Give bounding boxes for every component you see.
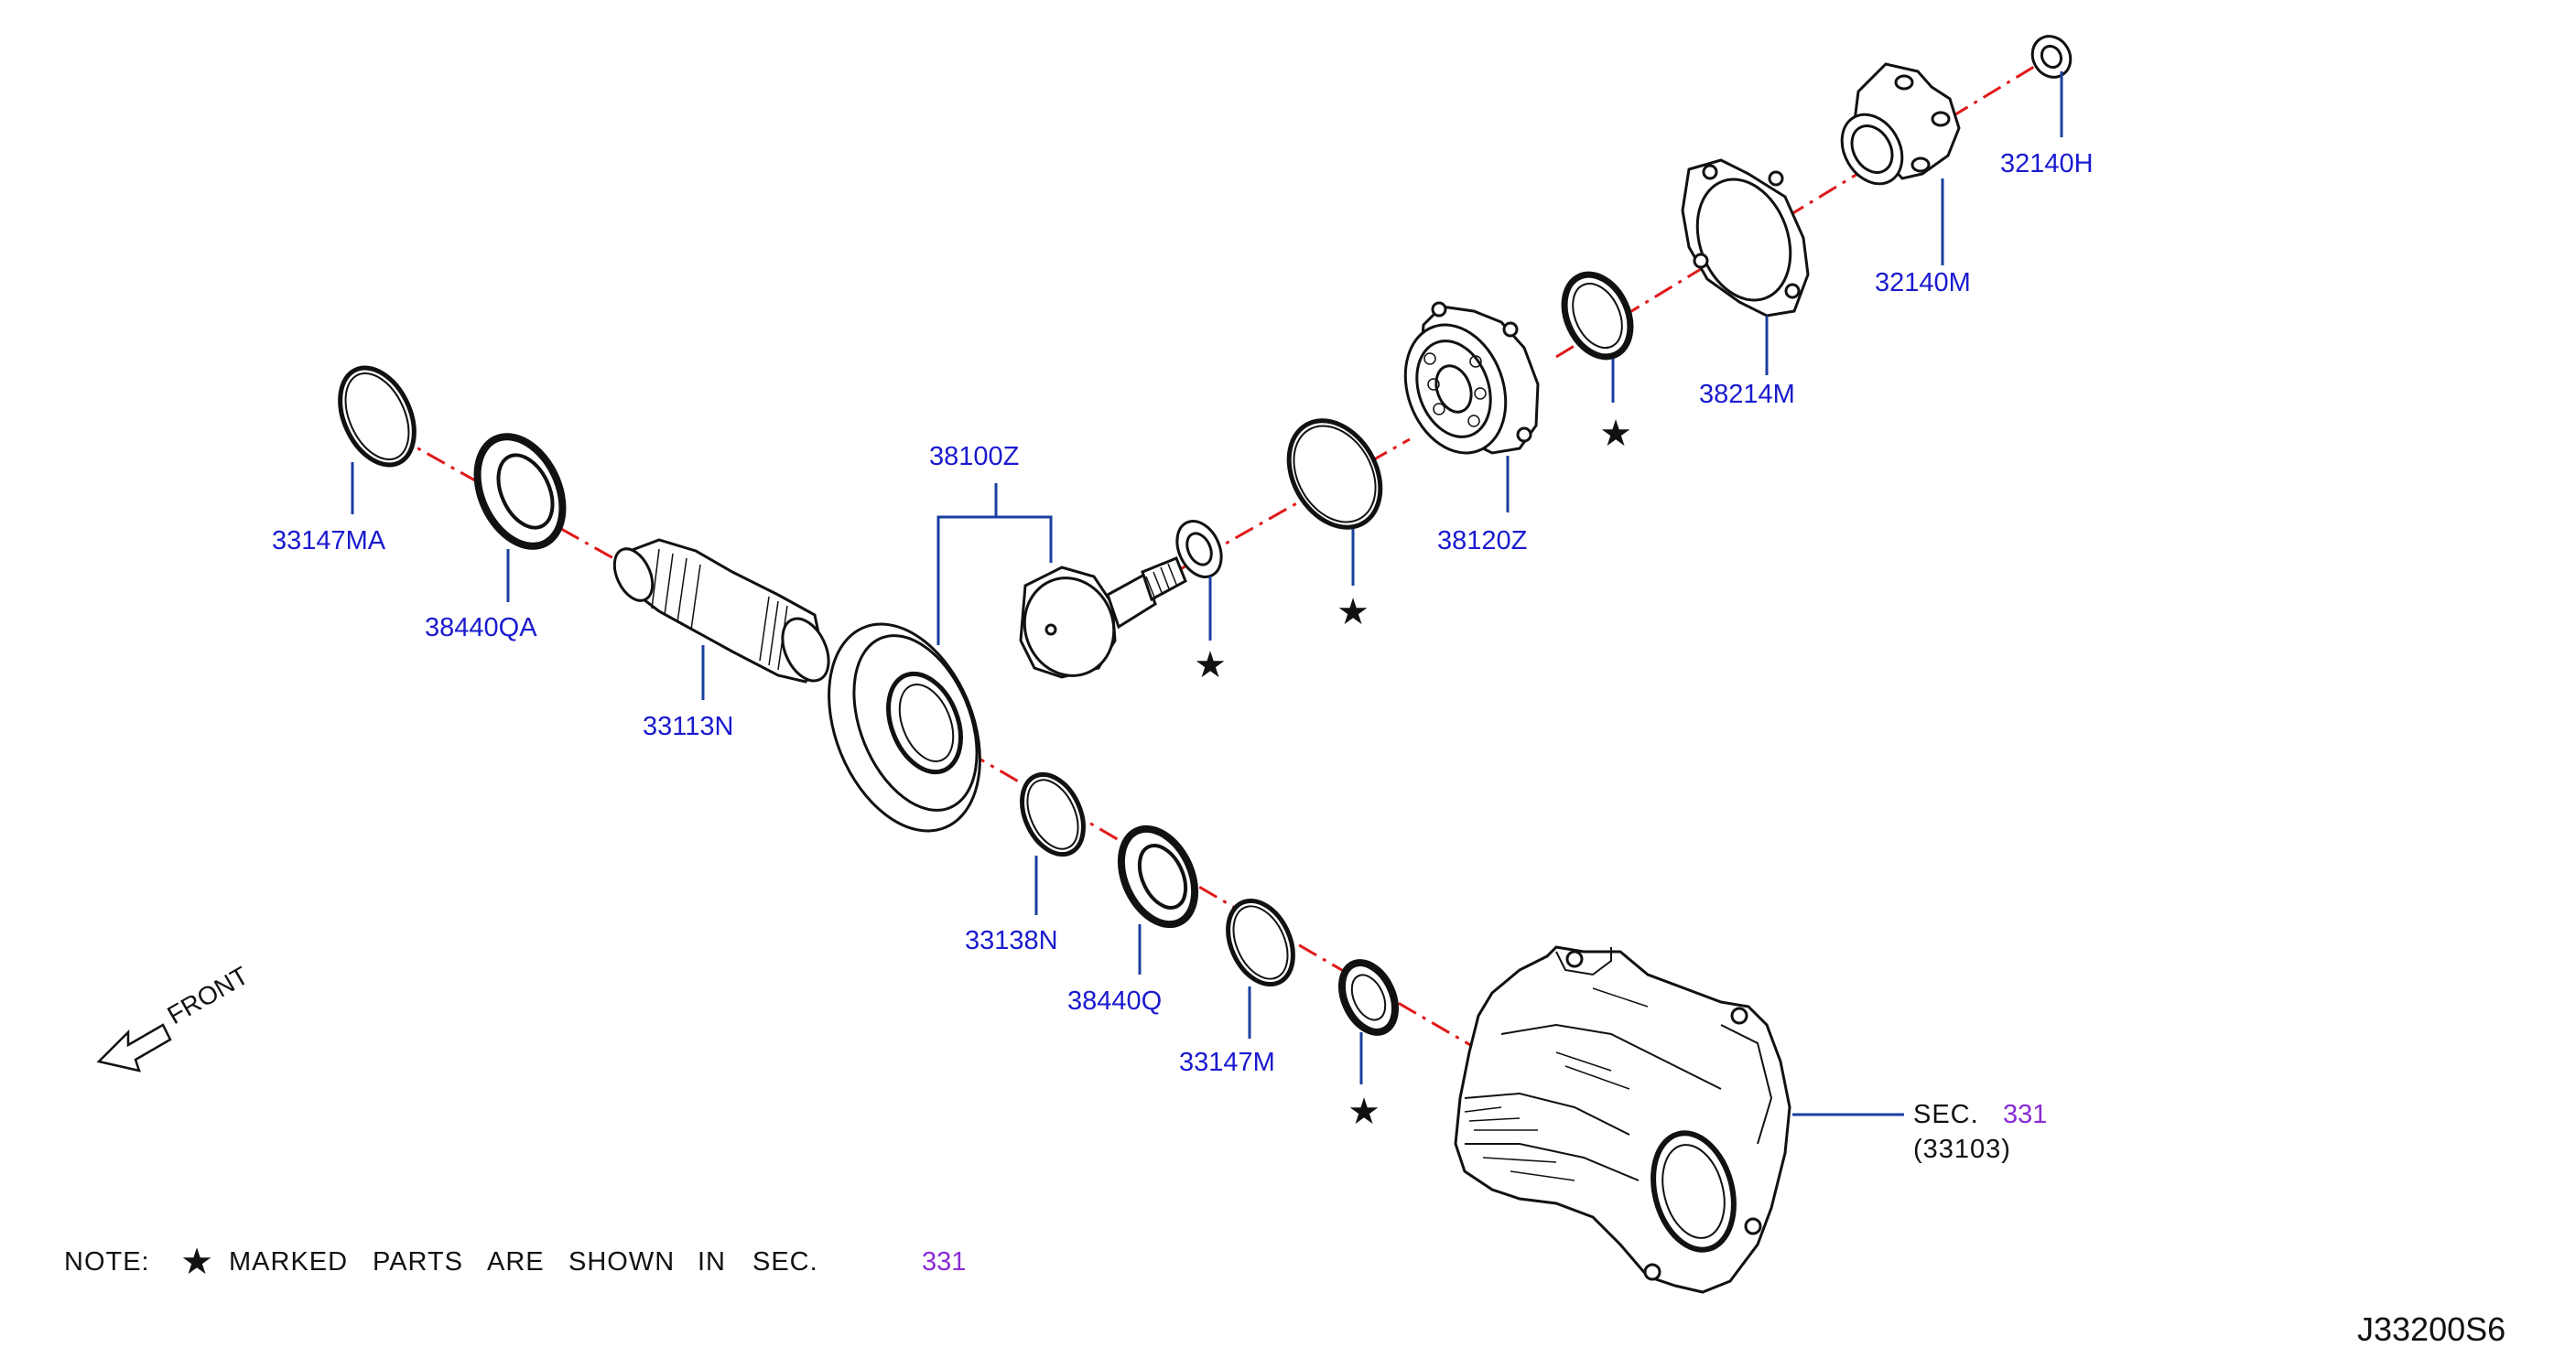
- star-marker-oring: ★: [1337, 591, 1369, 633]
- part-housing-sec-331: [1454, 945, 1791, 1294]
- label-38100Z: 38100Z: [929, 442, 1019, 471]
- label-32140M: 32140M: [1875, 268, 1971, 297]
- part-33113N-shaft: [612, 538, 830, 684]
- part-32140H-nut: [2030, 35, 2073, 79]
- label-33147M: 33147M: [1179, 1048, 1275, 1077]
- front-direction-indicator: FRONT: [96, 961, 254, 1072]
- part-32140M-flange: [1840, 62, 1961, 186]
- part-38100Z-ring-gear: [828, 622, 981, 833]
- part-38214M-gasket: [1681, 158, 1810, 318]
- note-word-1: MARKED: [229, 1247, 348, 1277]
- star-marker-lower-seal: ★: [1348, 1091, 1380, 1133]
- star-marker-washer: ★: [1194, 644, 1227, 686]
- part-38120Z-bearing-carrier: [1403, 301, 1540, 455]
- note: NOTE: ★ MARKED PARTS ARE SHOWN IN SEC. 3…: [64, 1241, 966, 1283]
- front-arrow-icon: [96, 1023, 172, 1072]
- section-ref-number[interactable]: 331: [2003, 1100, 2047, 1129]
- note-word-3: ARE: [487, 1247, 545, 1277]
- section-ref-sub: (33103): [1913, 1135, 2011, 1164]
- note-section-number[interactable]: 331: [922, 1247, 966, 1277]
- section-reference: SEC. 331 (33103): [1913, 1100, 2047, 1164]
- front-label: FRONT: [163, 961, 254, 1029]
- diagram-id: J33200S6: [2357, 1310, 2506, 1348]
- part-33138N-snap-ring: [1020, 771, 1086, 857]
- note-word-5: IN: [698, 1247, 726, 1277]
- label-32140H: 32140H: [2000, 149, 2094, 178]
- label-38440Q: 38440Q: [1067, 986, 1162, 1016]
- part-washer-middle: [1175, 520, 1223, 578]
- note-word-2: PARTS: [373, 1247, 463, 1277]
- part-seal-lower: [1337, 959, 1400, 1036]
- part-oring-middle: [1286, 418, 1383, 530]
- section-ref-prefix: SEC.: [1913, 1100, 1979, 1129]
- part-33147MA-snap-ring: [338, 365, 417, 468]
- part-seal-upper-right: [1561, 271, 1634, 361]
- label-38120Z: 38120Z: [1437, 526, 1527, 555]
- star-marker-upper-right: ★: [1599, 413, 1632, 455]
- part-38100Z-pinion-gear: [1019, 556, 1187, 679]
- label-33147MA: 33147MA: [272, 526, 386, 555]
- note-star-icon: ★: [180, 1241, 213, 1283]
- star-markers: ★ ★ ★ ★: [1194, 413, 1632, 1133]
- label-38440QA: 38440QA: [425, 613, 537, 642]
- leader-lines: [351, 71, 2063, 1116]
- part-38440Q-bearing: [1117, 824, 1199, 929]
- part-labels: 32140H 32140M 38214M 38120Z 38100Z 33147…: [272, 149, 2094, 1077]
- label-38214M: 38214M: [1699, 380, 1795, 409]
- note-word-6: SEC.: [752, 1247, 818, 1277]
- label-33113N: 33113N: [643, 712, 733, 741]
- label-33138N: 33138N: [965, 926, 1058, 955]
- part-33147M-snap-ring: [1226, 898, 1295, 987]
- note-lead: NOTE:: [64, 1247, 150, 1277]
- part-38440QA-bearing: [473, 433, 567, 550]
- note-word-4: SHOWN: [568, 1247, 675, 1277]
